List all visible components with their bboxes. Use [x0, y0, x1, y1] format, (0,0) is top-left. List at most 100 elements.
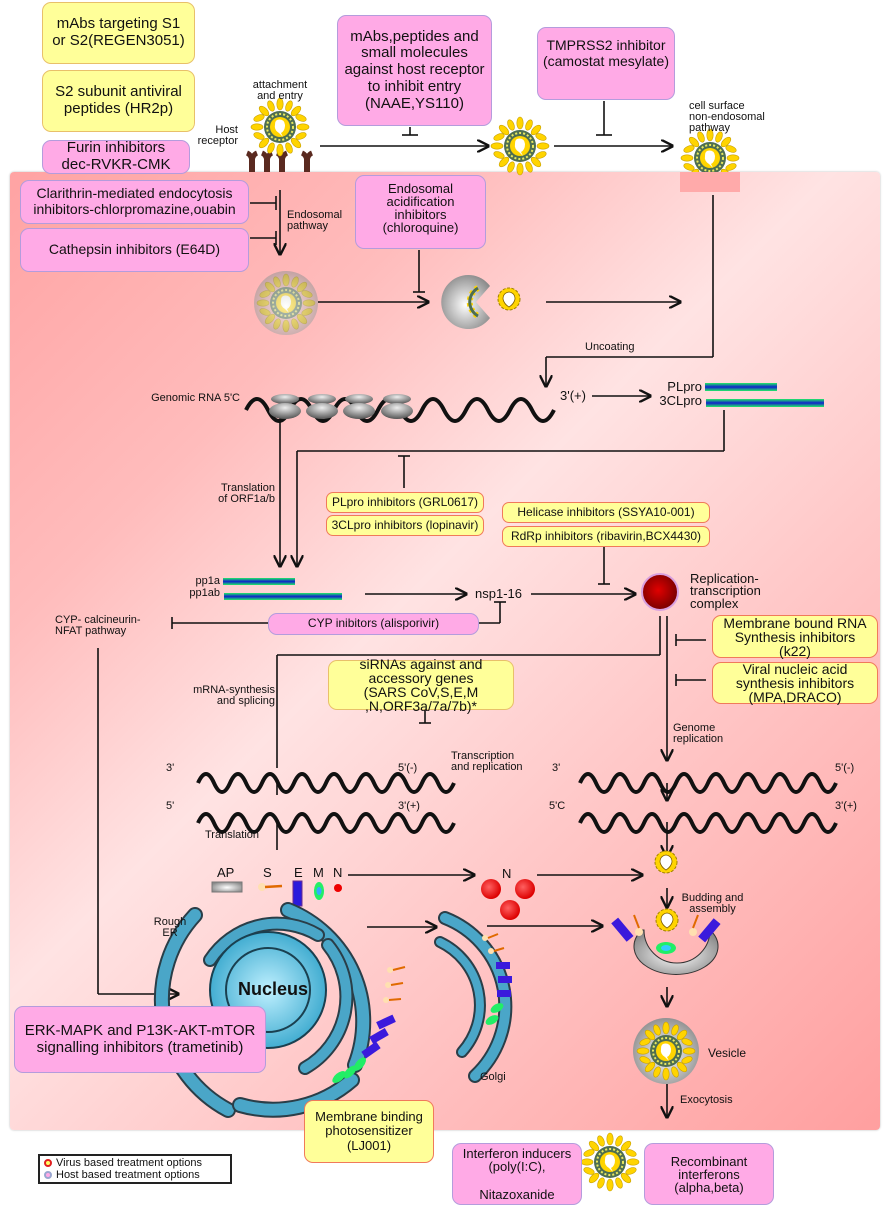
cathepsin-inhibitors-box: Cathepsin inhibitors (E64D): [20, 228, 249, 272]
cyp-pathway-label: CYP- calcineurin- NFAT pathway: [55, 614, 141, 637]
cathepsin-inhibitors-text: Cathepsin inhibitors (E64D): [48, 241, 221, 258]
golgi-icon: [434, 911, 513, 1083]
virion-attachment-icon: [250, 97, 310, 157]
endosome-icon: [254, 271, 318, 335]
attachment-label: attachment and entry: [252, 79, 308, 102]
mabs-s1-s2-text: mAbs targeting S1 or S2(REGEN3051): [52, 15, 185, 49]
n-cluster-icon: [481, 879, 535, 920]
rdrp-inhibitors-box: RdRp inhibitors (ribavirin,BCX4430): [502, 526, 710, 547]
helicase-inhibitors-text: Helicase inhibitors (SSYA10-001): [517, 504, 695, 519]
pp1a-label: pp1a: [195, 575, 220, 587]
n-cluster-label: N: [502, 866, 512, 881]
pp1ab-bar: [224, 593, 342, 600]
mrna-synthesis-label: mRNA-synthesis and splicing: [193, 684, 275, 707]
pp1a-bar: [223, 578, 295, 585]
uncoating-label: Uncoating: [585, 341, 635, 353]
furin-inhibitors-text: Furin inhibitors dec-RVKR-CMK: [61, 139, 171, 173]
erk-mapk-inhibitors-box: ERK-MAPK and P13K-AKT-mTOR signalling in…: [14, 1006, 266, 1073]
clathrin-inhibitors-text: Clarithrin-mediated endocytosis inhibito…: [33, 185, 236, 217]
cyp-inhibitors-text: CYP inibitors (alisporivir): [307, 616, 440, 631]
genome-replication-label: Genome replication: [673, 722, 724, 745]
n-protein-icon: [334, 884, 342, 892]
endosome-fusion-icon: [441, 274, 521, 329]
legend-host-text: Host based treatment options: [56, 1169, 200, 1181]
e-label: E: [294, 865, 303, 880]
nucleic-acid-inhibitors-text: Viral nucleic acid synthesis inhibitors …: [735, 661, 855, 705]
er-bound-proteins: [332, 966, 406, 1083]
plpro-bar: [705, 383, 777, 391]
tmprss2-inhibitor-box: TMPRSS2 inhibitor (camostat mesylate): [537, 27, 675, 100]
pp1ab-label: pp1ab: [189, 587, 220, 599]
cyp-inhibitors-box: CYP inibitors (alisporivir): [268, 613, 479, 635]
right-strand-3-label: 3': [552, 762, 561, 774]
virion-exocytosed-icon: [580, 1132, 640, 1192]
e-protein-icon: [292, 880, 303, 907]
membrane-rna-inhibitors-text: Membrane bound RNA Synthesis inhibitors …: [723, 614, 867, 659]
nsp-label: nsp1-16: [475, 586, 522, 601]
right-strand-3plus-label: 3'(+): [835, 800, 857, 812]
host-receptors-icon: [245, 150, 314, 172]
lj001-box: Membrane binding photosensitizer (LJ001): [304, 1100, 434, 1163]
virion-fusing-icon: [680, 128, 740, 192]
legend-host-row: Host based treatment options: [44, 1169, 226, 1181]
endosomal-pathway-label: Endosomal pathway: [287, 209, 343, 232]
nucleus-label: Nucleus: [238, 979, 309, 999]
endosomal-acidification-text: Endosomal acidification inhibitors (chlo…: [382, 181, 459, 235]
right-strand-5c-label: 5'C: [549, 800, 566, 812]
legend: Virus based treatment options Host based…: [38, 1154, 232, 1184]
legend-virus-text: Virus based treatment options: [56, 1157, 202, 1169]
exocytosis-label: Exocytosis: [680, 1094, 733, 1106]
rna-strands: [196, 772, 838, 834]
ribosomes-icon: [269, 394, 413, 419]
s-label: S: [263, 865, 272, 880]
ap-label: AP: [217, 865, 235, 880]
interferon-inducers-text: Interferon inducers (poly(I:C), Nitazoxa…: [462, 1145, 572, 1202]
3clpro-inhibitors-text: 3CLpro inhibitors (lopinavir): [331, 517, 479, 532]
plpro-inhibitors-text: PLpro inhibitors (GRL0617): [331, 494, 479, 509]
nucleic-acid-inhibitors-box: Viral nucleic acid synthesis inhibitors …: [712, 662, 878, 704]
host-legend-marker-icon: [44, 1171, 52, 1179]
3clpro-inhibitors-box: 3CLpro inhibitors (lopinavir): [326, 515, 484, 536]
sirna-text: siRNAs against and accessory genes (SARS…: [359, 656, 483, 714]
3clpro-bar: [706, 399, 824, 407]
legend-virus-row: Virus based treatment options: [44, 1157, 226, 1169]
recombinant-interferons-text: Recombinant interferons (alpha,beta): [670, 1153, 748, 1195]
budding-assembly-label: Budding and assembly: [681, 892, 744, 915]
golgi-proteins: [482, 933, 512, 1025]
host-receptor-label: Host receptor: [197, 124, 238, 147]
host-receptor-blockers-box: mAbs,peptides and small molecules agains…: [337, 15, 492, 126]
s2-peptides-box: S2 subunit antiviral peptides (HR2p): [42, 70, 195, 132]
host-receptor-blockers-text: mAbs,peptides and small molecules agains…: [344, 27, 485, 112]
mabs-s1-s2-box: mAbs targeting S1 or S2(REGEN3051): [42, 2, 195, 64]
erk-mapk-inhibitors-text: ERK-MAPK and P13K-AKT-mTOR signalling in…: [24, 1021, 256, 1056]
cell-surface-pathway-label: cell surface non-endosomal pathway: [689, 100, 765, 134]
sirna-box: siRNAs against and accessory genes (SARS…: [328, 656, 514, 714]
vesicle-icon: [633, 1018, 699, 1084]
left-strand-3-label: 3': [166, 762, 175, 774]
transcription-replication-label: Transcription and replication: [451, 750, 523, 773]
endosomal-acidification-box: Endosomal acidification inhibitors (chlo…: [355, 175, 486, 249]
interferon-inducers-box: Interferon inducers (poly(I:C), Nitazoxa…: [452, 1143, 582, 1205]
plpro-inhibitors-box: PLpro inhibitors (GRL0617): [326, 492, 484, 513]
s-protein-icon: [258, 883, 283, 891]
budding-assembly-icon: [611, 908, 721, 975]
translation-label: Translation: [205, 829, 260, 841]
rdrp-inhibitors-text: RdRp inhibitors (ribavirin,BCX4430): [510, 528, 702, 543]
clathrin-inhibitors-box: Clarithrin-mediated endocytosis inhibito…: [20, 180, 249, 224]
golgi-label: Golgi: [480, 1071, 506, 1083]
left-strand-5minus-label: 5'(-): [398, 762, 418, 774]
m-label: M: [313, 865, 324, 880]
s2-peptides-text: S2 subunit antiviral peptides (HR2p): [55, 83, 182, 117]
ap-protein-icon: [211, 881, 243, 893]
rough-er-label: Rough ER: [153, 916, 187, 939]
furin-inhibitors-box: Furin inhibitors dec-RVKR-CMK: [42, 139, 190, 174]
membrane-rna-inhibitors-box: Membrane bound RNA Synthesis inhibitors …: [712, 615, 878, 658]
plpro-label: PLpro: [667, 379, 702, 394]
translation-orf-label: Translation of ORF1a/b: [218, 482, 275, 505]
left-strand-3plus-label: 3'(+): [398, 800, 420, 812]
virion-surface-icon: [490, 116, 550, 176]
lj001-text: Membrane binding photosensitizer (LJ001): [315, 1108, 423, 1153]
left-strand-5-label: 5': [166, 800, 175, 812]
tmprss2-inhibitor-text: TMPRSS2 inhibitor (camostat mesylate): [542, 37, 670, 69]
